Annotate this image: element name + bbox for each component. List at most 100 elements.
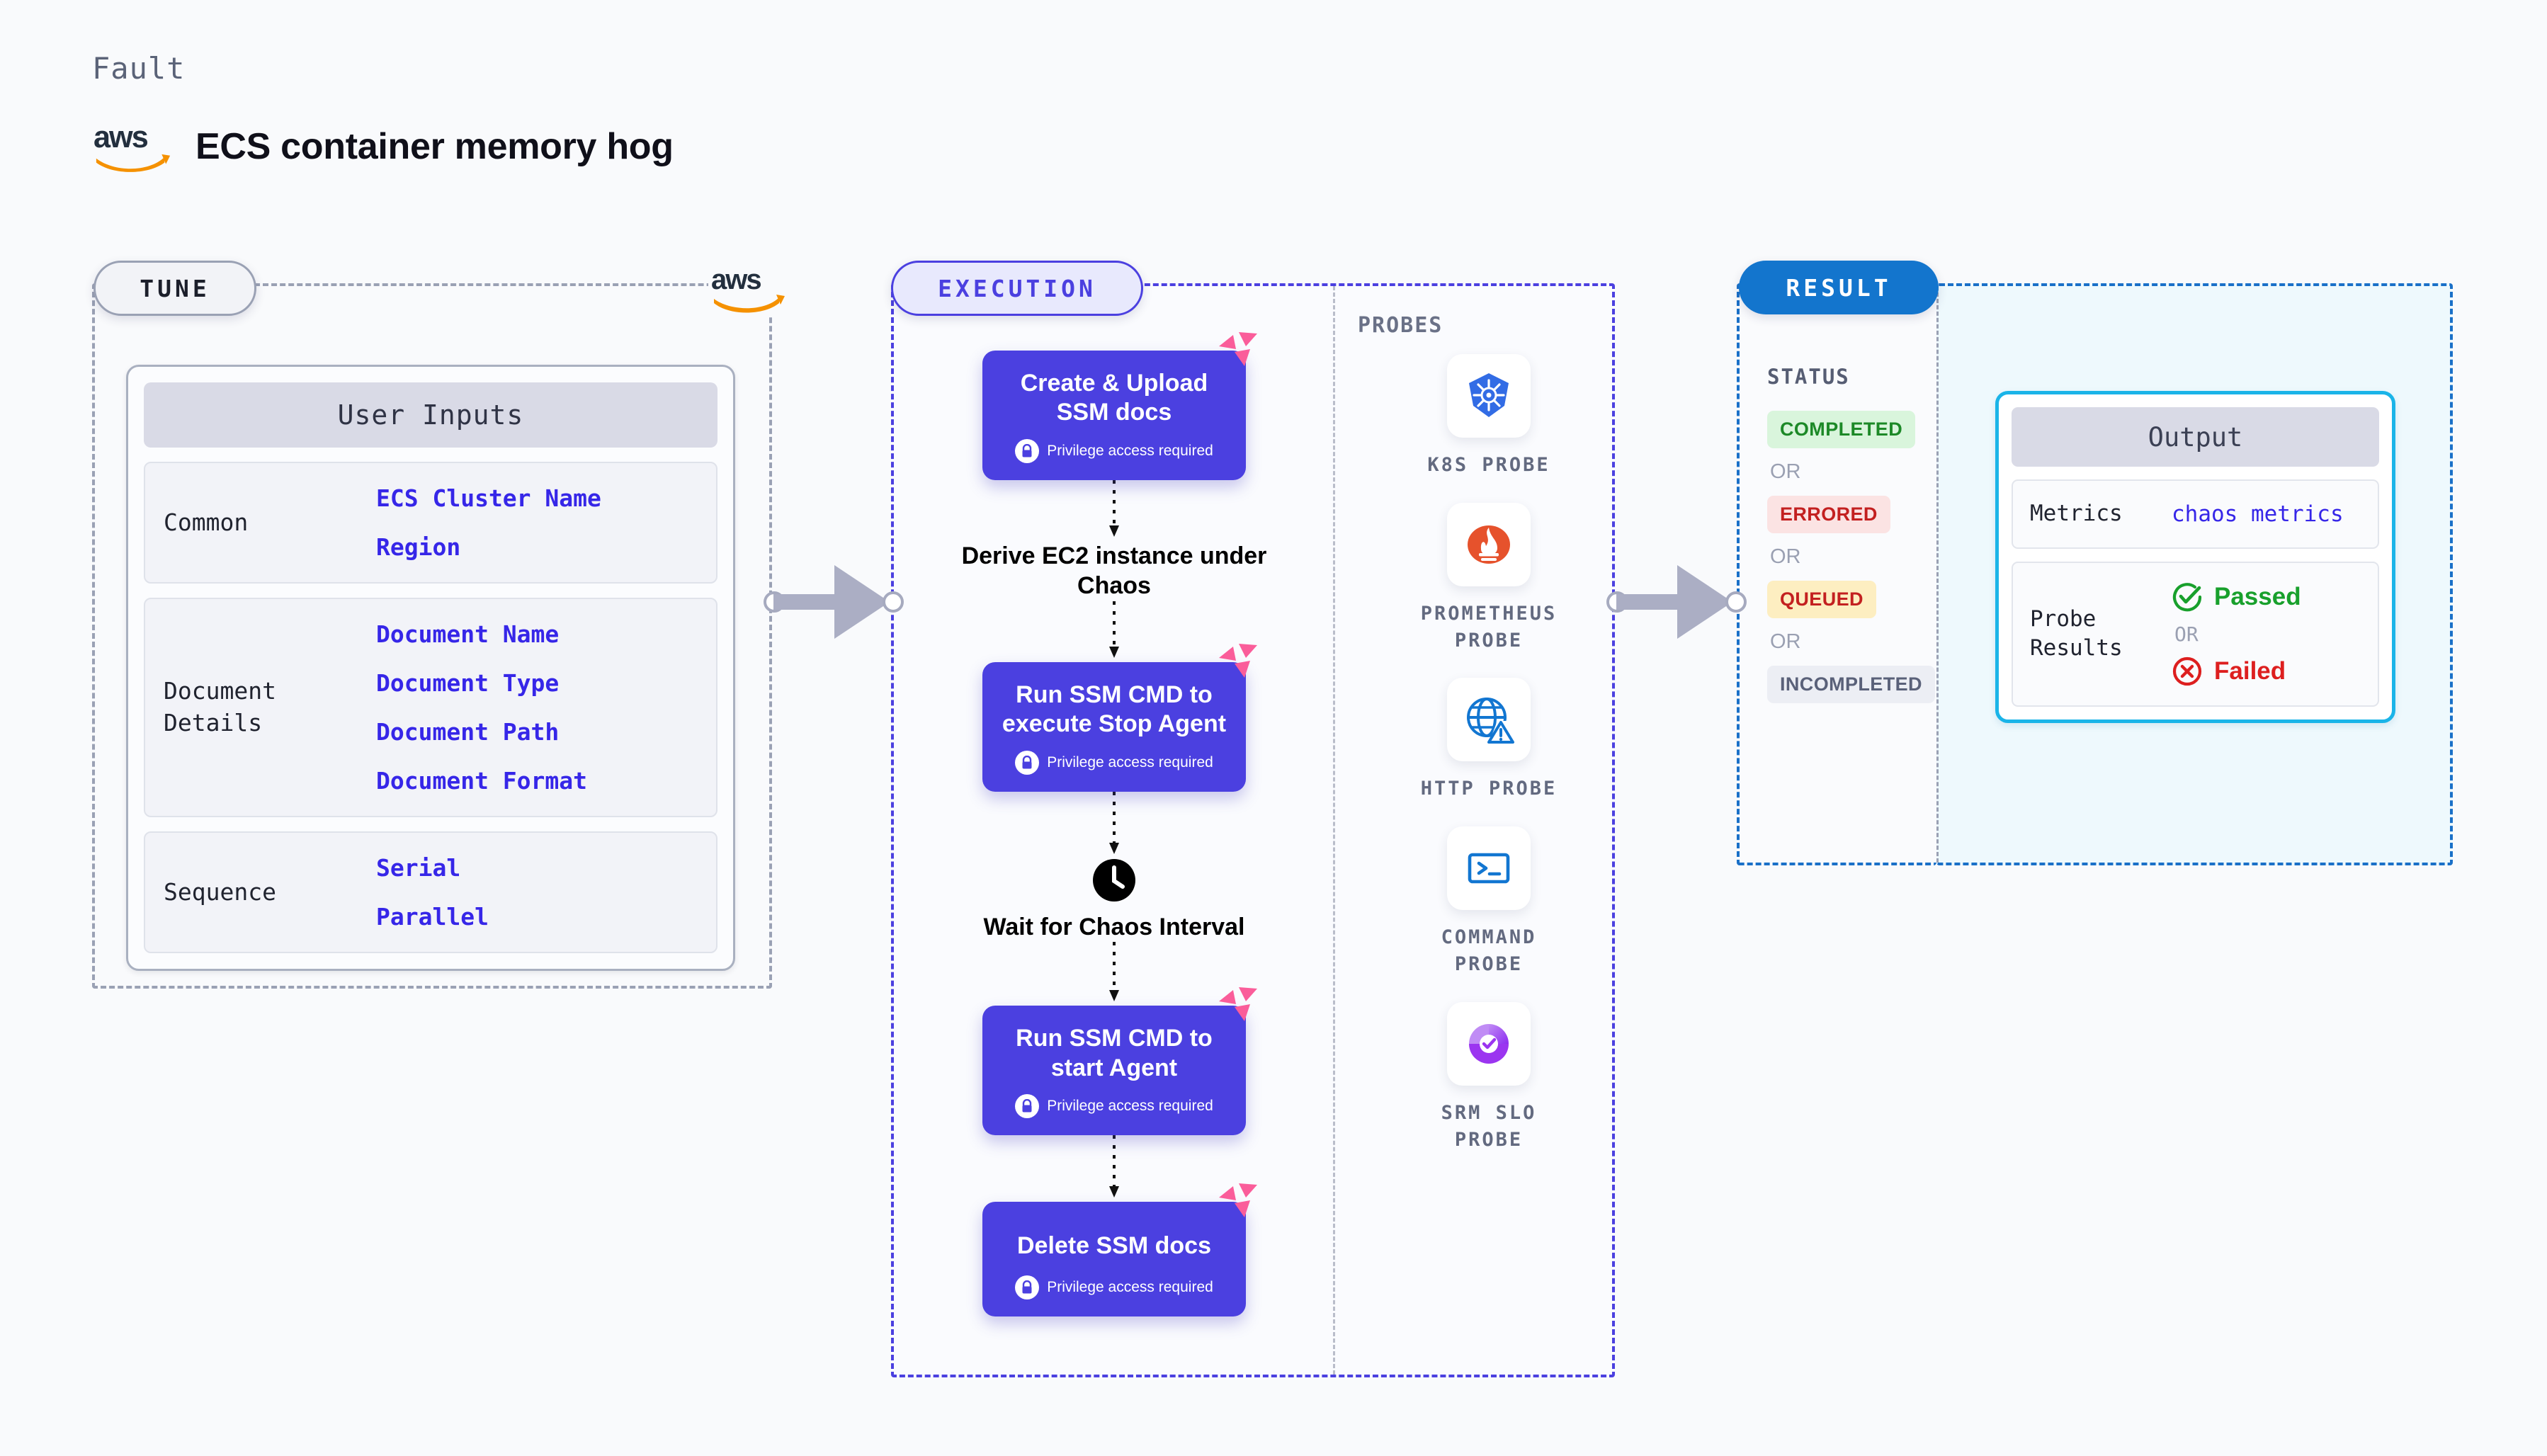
flow-arrow: [955, 601, 1274, 662]
tune-value-document-name[interactable]: Document Name: [376, 620, 560, 648]
output-probe-results-label: Probe Results: [2030, 605, 2123, 661]
result-region-divider: [1936, 286, 1939, 863]
fault-kicker-label: Fault: [92, 51, 186, 86]
probe-tile: [1447, 678, 1531, 762]
clock-icon: [1093, 858, 1135, 902]
passed-label: Passed: [2214, 582, 2301, 610]
lock-icon: [1015, 750, 1040, 775]
terminal-icon: [1468, 853, 1510, 884]
probe-tile: [1447, 826, 1531, 911]
tune-badge: TUNE: [93, 261, 256, 316]
connector-dot-end: [1725, 591, 1747, 613]
tune-value-ecs-cluster-name[interactable]: ECS Cluster Name: [376, 484, 601, 512]
node-privilege-note: Privilege access required: [995, 750, 1233, 775]
probe-item-k8s[interactable]: K8S PROBE: [1375, 354, 1602, 479]
user-inputs-card: User Inputs Common ECS Cluster Name Regi…: [126, 365, 735, 971]
svg-text:aws: aws: [711, 264, 761, 295]
probe-name: K8S PROBE: [1427, 454, 1550, 476]
flow-arrow: [955, 942, 1274, 1006]
tune-section-values: Document Name Document Type Document Pat…: [376, 620, 587, 795]
aws-watermark-icon: aws: [708, 261, 793, 317]
node-title: Wait for Chaos Interval: [983, 913, 1245, 940]
srm-slo-icon: [1469, 1023, 1509, 1064]
flow-arrow: [955, 479, 1274, 541]
execution-probes-divider: [1333, 286, 1335, 1375]
tune-section-values: Serial Parallel: [376, 854, 489, 931]
status-or-label: OR: [1770, 460, 1801, 483]
status-list: COMPLETED OR ERRORED OR QUEUED OR INCOMP…: [1767, 411, 1944, 703]
execution-node-wait-for-chaos-interval: Wait for Chaos Interval: [955, 858, 1274, 943]
x-circle-icon: [2172, 656, 2202, 686]
prometheus-icon: [1468, 525, 1510, 564]
execution-node-run-ssm-cmd-start-agent[interactable]: Run SSM CMD to start Agent Privilege acc…: [982, 987, 1257, 1136]
page-title: ECS container memory hog: [195, 126, 674, 167]
failed-label: Failed: [2214, 656, 2286, 685]
tune-value-region[interactable]: Region: [376, 533, 461, 561]
tune-section-label: Sequence: [164, 877, 276, 906]
probe-result-passed: Passed: [2172, 581, 2301, 613]
probe-name: SRM SLO PROBE: [1441, 1101, 1537, 1151]
lock-icon: [1015, 438, 1040, 463]
tune-section-label: Common: [164, 508, 249, 536]
kubernetes-icon: [1469, 373, 1509, 417]
probes-list: K8S PROBE PROMETHEUS PROBE: [1375, 354, 1602, 1177]
tune-value-parallel[interactable]: Parallel: [376, 903, 489, 931]
privilege-text: Privilege access required: [1047, 753, 1213, 770]
tune-section-common: Common ECS Cluster Name Region: [144, 462, 717, 584]
privilege-text: Privilege access required: [1047, 442, 1213, 459]
litmus-logo-badge-icon: [1219, 332, 1257, 366]
litmus-logo-badge-icon: [1219, 987, 1257, 1022]
node-title: Run SSM CMD to execute Stop Agent: [1002, 681, 1227, 738]
execution-flow: Create & Upload SSM docs Privilege acces…: [955, 332, 1274, 1316]
connector-line: [773, 594, 847, 610]
connector-arrowhead: [1677, 565, 1732, 639]
connector-execution-to-result: [1606, 559, 1748, 644]
tune-section-label: Document Details: [164, 677, 276, 736]
status-badge-errored: ERRORED: [1767, 496, 1890, 533]
http-globe-warning-icon: [1467, 698, 1514, 744]
flow-arrow: [955, 1135, 1274, 1202]
probe-item-http[interactable]: HTTP PROBE: [1375, 678, 1602, 802]
probe-name: PROMETHEUS PROBE: [1420, 602, 1558, 652]
status-badge-queued: QUEUED: [1767, 581, 1876, 618]
output-metrics-row: Metrics chaos metrics: [2012, 479, 2379, 549]
status-label: STATUS: [1767, 365, 1850, 389]
output-metrics-value[interactable]: chaos metrics: [2172, 501, 2344, 527]
probe-result-failed: Failed: [2172, 656, 2301, 687]
tune-value-document-type[interactable]: Document Type: [376, 669, 560, 697]
user-inputs-title: User Inputs: [144, 382, 717, 448]
node-title: Delete SSM docs: [1017, 1232, 1211, 1260]
probe-item-command[interactable]: COMMAND PROBE: [1375, 826, 1602, 978]
probe-tile: [1447, 502, 1531, 586]
probe-item-prometheus[interactable]: PROMETHEUS PROBE: [1375, 502, 1602, 654]
probes-label: PROBES: [1358, 313, 1443, 338]
probe-item-srm-slo[interactable]: SRM SLO PROBE: [1375, 1001, 1602, 1154]
node-title: Derive EC2 instance under Chaos: [961, 542, 1267, 600]
node-privilege-note: Privilege access required: [995, 1275, 1233, 1299]
node-title: Create & Upload SSM docs: [1020, 370, 1208, 426]
status-badge-incompleted: INCOMPLETED: [1767, 666, 1935, 703]
output-title: Output: [2012, 407, 2379, 467]
status-or-label: OR: [1770, 630, 1801, 653]
probe-tile: [1447, 354, 1531, 438]
node-privilege-note: Privilege access required: [995, 438, 1233, 463]
result-badge: RESULT: [1739, 261, 1939, 314]
litmus-logo-badge-icon: [1219, 643, 1257, 678]
execution-node-run-ssm-cmd-stop-agent[interactable]: Run SSM CMD to execute Stop Agent Privil…: [982, 643, 1257, 792]
tune-value-document-format[interactable]: Document Format: [376, 767, 588, 795]
svg-text:aws: aws: [93, 120, 148, 154]
tune-value-document-path[interactable]: Document Path: [376, 718, 560, 746]
probe-results-values: Passed OR Failed: [2172, 581, 2301, 687]
connector-dot-end: [883, 591, 904, 613]
probe-name: HTTP PROBE: [1420, 778, 1558, 800]
result-status-region: [1737, 283, 1936, 865]
litmus-logo-badge-icon: [1219, 1183, 1257, 1218]
execution-node-create-upload-ssm-docs[interactable]: Create & Upload SSM docs Privilege acces…: [982, 332, 1257, 480]
tune-value-serial[interactable]: Serial: [376, 854, 461, 882]
tune-section-document-details: Document Details Document Name Document …: [144, 598, 717, 817]
probe-result-or-label: OR: [2174, 622, 2199, 646]
execution-node-delete-ssm-docs[interactable]: Delete SSM docs Privilege access require…: [982, 1183, 1257, 1316]
output-metrics-label: Metrics: [2030, 501, 2123, 526]
tune-section-sequence: Sequence Serial Parallel: [144, 831, 717, 953]
